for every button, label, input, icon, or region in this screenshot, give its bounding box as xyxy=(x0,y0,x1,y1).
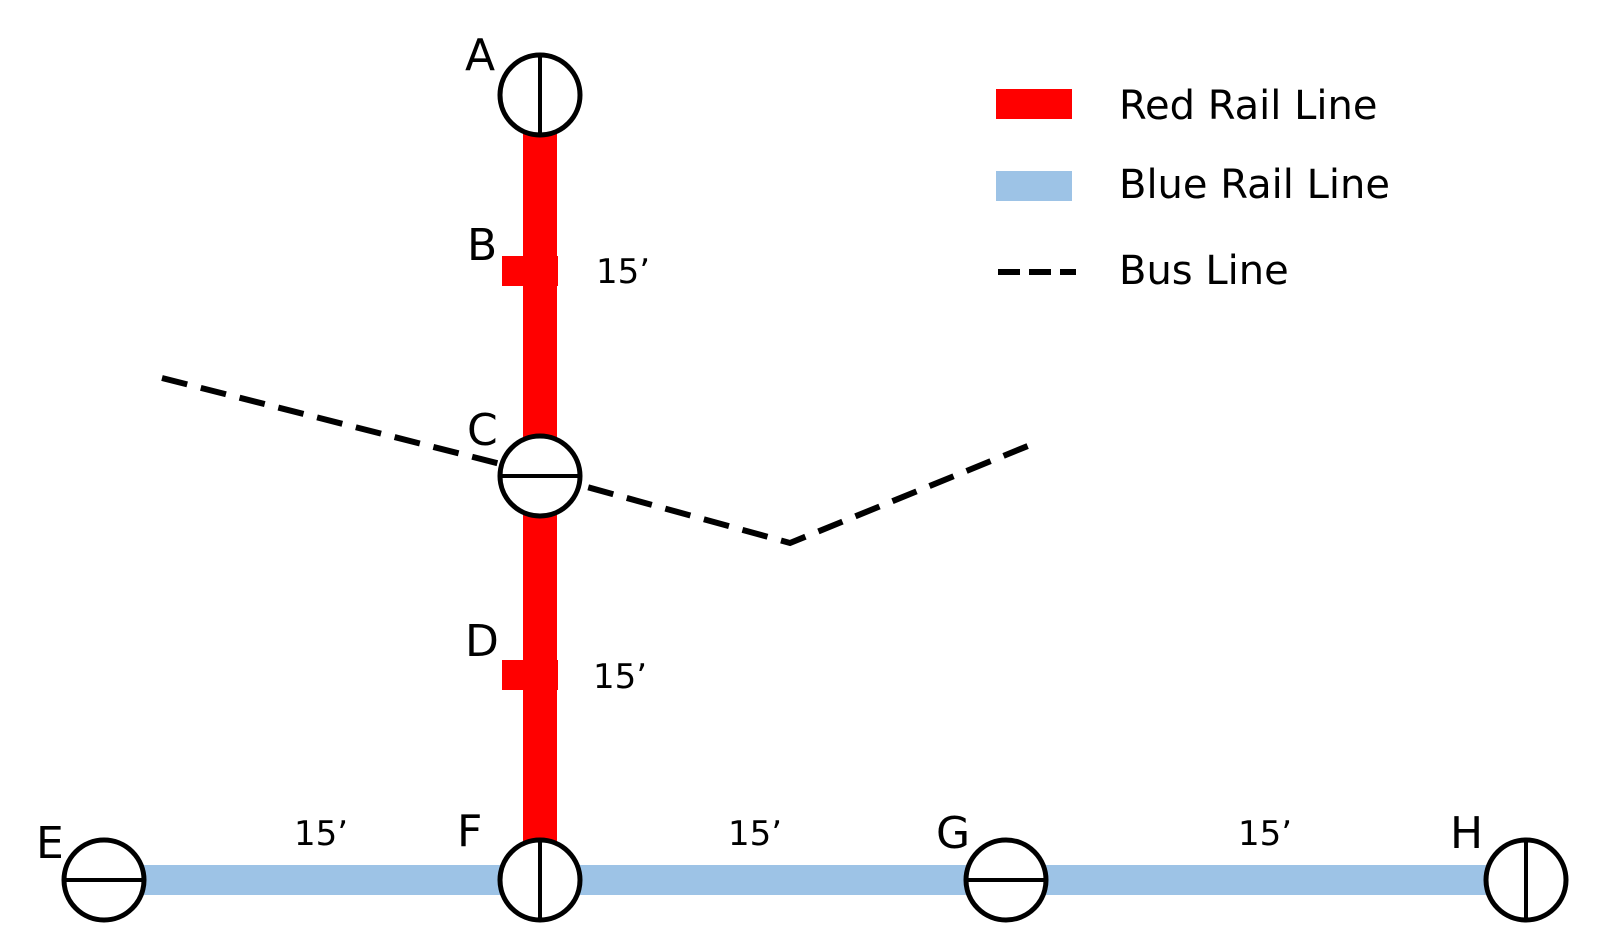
legend-red-swatch xyxy=(996,89,1072,119)
legend-bus-label: Bus Line xyxy=(1119,248,1289,294)
legend: Red Rail Line Blue Rail Line Bus Line xyxy=(996,83,1390,294)
station-e[interactable] xyxy=(61,837,147,923)
station-c-label: C xyxy=(467,405,498,456)
station-a-label: A xyxy=(465,30,495,81)
station-h-label: H xyxy=(1450,808,1483,859)
station-f[interactable] xyxy=(497,837,583,923)
station-g-label: G xyxy=(936,808,970,859)
station-a[interactable] xyxy=(497,52,583,138)
station-d-label: D xyxy=(465,616,499,667)
legend-blue-label: Blue Rail Line xyxy=(1119,162,1390,208)
legend-red-label: Red Rail Line xyxy=(1119,83,1377,129)
travel-time-f-g: 15’ xyxy=(728,814,782,854)
stop-b-marker[interactable] xyxy=(502,256,558,286)
travel-time-e-f: 15’ xyxy=(294,814,348,854)
travel-time-a-b: 15’ xyxy=(596,252,650,292)
bus-line xyxy=(161,375,1042,547)
stop-d-marker[interactable] xyxy=(502,660,558,690)
station-b-label: B xyxy=(467,220,497,271)
station-f-label: F xyxy=(457,806,482,857)
station-h[interactable] xyxy=(1483,837,1569,923)
station-g[interactable] xyxy=(963,837,1049,923)
station-c[interactable] xyxy=(497,433,583,519)
travel-time-d-f: 15’ xyxy=(593,657,647,697)
travel-time-g-h: 15’ xyxy=(1238,814,1292,854)
station-e-label: E xyxy=(36,818,64,869)
legend-blue-swatch xyxy=(996,171,1072,201)
